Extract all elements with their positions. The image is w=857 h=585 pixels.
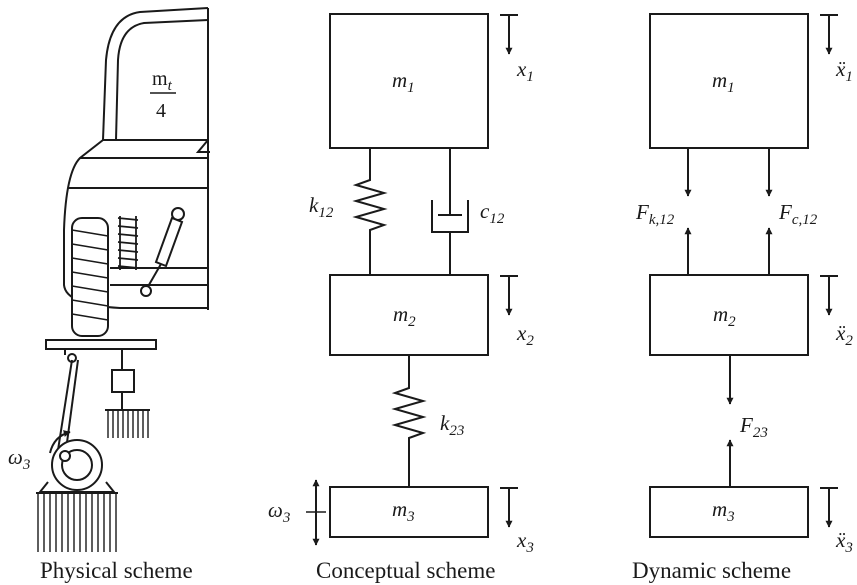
conceptual-labels: m1 m2 m3 x1 x2 x3 k12 c12 k23 ω3 Concept… bbox=[268, 57, 534, 583]
tire-tread bbox=[71, 229, 109, 321]
svg-text:Fk,12: Fk,12 bbox=[635, 200, 675, 228]
svg-text:m1: m1 bbox=[712, 68, 735, 96]
x1-subscript: 1 bbox=[526, 69, 534, 85]
xdd1-label: ẍ bbox=[835, 57, 846, 81]
fk12-subscript: k,12 bbox=[649, 212, 675, 228]
svg-text:ẍ3: ẍ3 bbox=[835, 528, 853, 556]
damper-c12 bbox=[431, 148, 469, 275]
svg-text:x2: x2 bbox=[516, 321, 534, 349]
svg-text:Fc,12: Fc,12 bbox=[778, 200, 818, 228]
car-roof-inner-line bbox=[115, 19, 209, 141]
svg-text:F23: F23 bbox=[739, 413, 768, 441]
m2-label: m bbox=[393, 302, 408, 326]
physical-caption: Physical scheme bbox=[40, 558, 193, 583]
shock-absorber bbox=[140, 207, 185, 297]
omega-label: ω bbox=[8, 445, 23, 469]
svg-text:ω3: ω3 bbox=[268, 498, 290, 526]
dyn-m3-label: m bbox=[712, 497, 727, 521]
c12-label: c bbox=[480, 199, 490, 223]
svg-text:k12: k12 bbox=[309, 193, 334, 221]
x2-label: x bbox=[516, 321, 527, 345]
m3-subscript: 3 bbox=[406, 509, 415, 525]
dynamic-scheme bbox=[649, 13, 838, 538]
omega-subscript: 3 bbox=[22, 457, 31, 473]
c12-subscript: 12 bbox=[489, 211, 505, 227]
k23-subscript: 23 bbox=[449, 423, 464, 439]
fc12-label: F bbox=[778, 200, 792, 224]
ground-hatch bbox=[37, 493, 117, 552]
svg-text:x3: x3 bbox=[516, 528, 534, 556]
connecting-rod bbox=[65, 359, 79, 451]
eccentric-pin bbox=[59, 450, 71, 462]
rotation-arrow-icon bbox=[49, 430, 71, 454]
k23-label: k bbox=[440, 411, 450, 435]
dyn-m2-label: m bbox=[713, 302, 728, 326]
svg-text:m2: m2 bbox=[713, 302, 736, 330]
m1-label: m bbox=[392, 68, 407, 92]
m1-subscript: 1 bbox=[407, 80, 415, 96]
x3-subscript: 3 bbox=[525, 540, 534, 556]
spring-k23 bbox=[391, 355, 427, 487]
xdd2-subscript: 2 bbox=[845, 333, 853, 349]
svg-text:m3: m3 bbox=[712, 497, 735, 525]
x1-label: x bbox=[516, 57, 527, 81]
svg-text:m2: m2 bbox=[393, 302, 416, 330]
svg-text:ẍ2: ẍ2 bbox=[835, 321, 853, 349]
x2-subscript: 2 bbox=[526, 333, 534, 349]
f23-subscript: 23 bbox=[753, 425, 768, 441]
svg-text:c12: c12 bbox=[480, 199, 505, 227]
xdd2-label: ẍ bbox=[835, 321, 846, 345]
x3-label: x bbox=[516, 528, 527, 552]
svg-text:ẍ1: ẍ1 bbox=[835, 57, 853, 85]
conceptual-caption: Conceptual scheme bbox=[316, 558, 495, 583]
dynamic-labels: m1 m2 m3 ẍ1 ẍ2 ẍ3 Fk,12 Fc,12 F23 Dynami… bbox=[632, 57, 853, 583]
fk12-label: F bbox=[635, 200, 649, 224]
axle-plate bbox=[45, 339, 157, 350]
k12-label: k bbox=[309, 193, 319, 217]
connecting-rod bbox=[57, 359, 73, 451]
dyn-m1-subscript: 1 bbox=[727, 80, 735, 96]
svg-text:mt: mt bbox=[152, 68, 173, 94]
conceptual-scheme bbox=[306, 13, 518, 546]
svg-text:m1: m1 bbox=[392, 68, 415, 96]
physical-scheme bbox=[36, 7, 210, 552]
omega-subscript: 3 bbox=[282, 510, 291, 526]
dyn-m3-subscript: 3 bbox=[726, 509, 735, 525]
mass-num-subscript: t bbox=[168, 78, 173, 94]
dyn-m2-subscript: 2 bbox=[728, 314, 736, 330]
svg-text:m3: m3 bbox=[392, 497, 415, 525]
tire bbox=[71, 217, 109, 337]
svg-text:ω3: ω3 bbox=[8, 445, 30, 473]
f23-label: F bbox=[739, 413, 753, 437]
spring-k12 bbox=[352, 148, 388, 275]
dyn-mass-m1-box bbox=[649, 13, 809, 149]
physical-labels: mt 4 ω3 Physical scheme bbox=[8, 68, 193, 583]
mass-den-label: 4 bbox=[156, 100, 166, 122]
svg-text:x1: x1 bbox=[516, 57, 534, 85]
omega-label: ω bbox=[268, 498, 283, 522]
dynamic-caption: Dynamic scheme bbox=[632, 558, 791, 583]
svg-text:k23: k23 bbox=[440, 411, 464, 439]
xdd3-label: ẍ bbox=[835, 528, 846, 552]
tire-damper-block bbox=[111, 369, 135, 393]
fc12-subscript: c,12 bbox=[792, 212, 818, 228]
mass-m1-box bbox=[329, 13, 489, 149]
displacement-arrows bbox=[500, 14, 518, 528]
k12-subscript: 12 bbox=[318, 205, 334, 221]
xdd1-subscript: 1 bbox=[845, 69, 853, 85]
coil-spring bbox=[117, 216, 139, 270]
ground-hatch bbox=[107, 410, 149, 438]
xdd3-subscript: 3 bbox=[844, 540, 853, 556]
m2-subscript: 2 bbox=[408, 314, 416, 330]
dyn-m1-label: m bbox=[712, 68, 727, 92]
door-notch bbox=[195, 139, 210, 153]
m3-label: m bbox=[392, 497, 407, 521]
mass-num-label: m bbox=[152, 68, 168, 90]
